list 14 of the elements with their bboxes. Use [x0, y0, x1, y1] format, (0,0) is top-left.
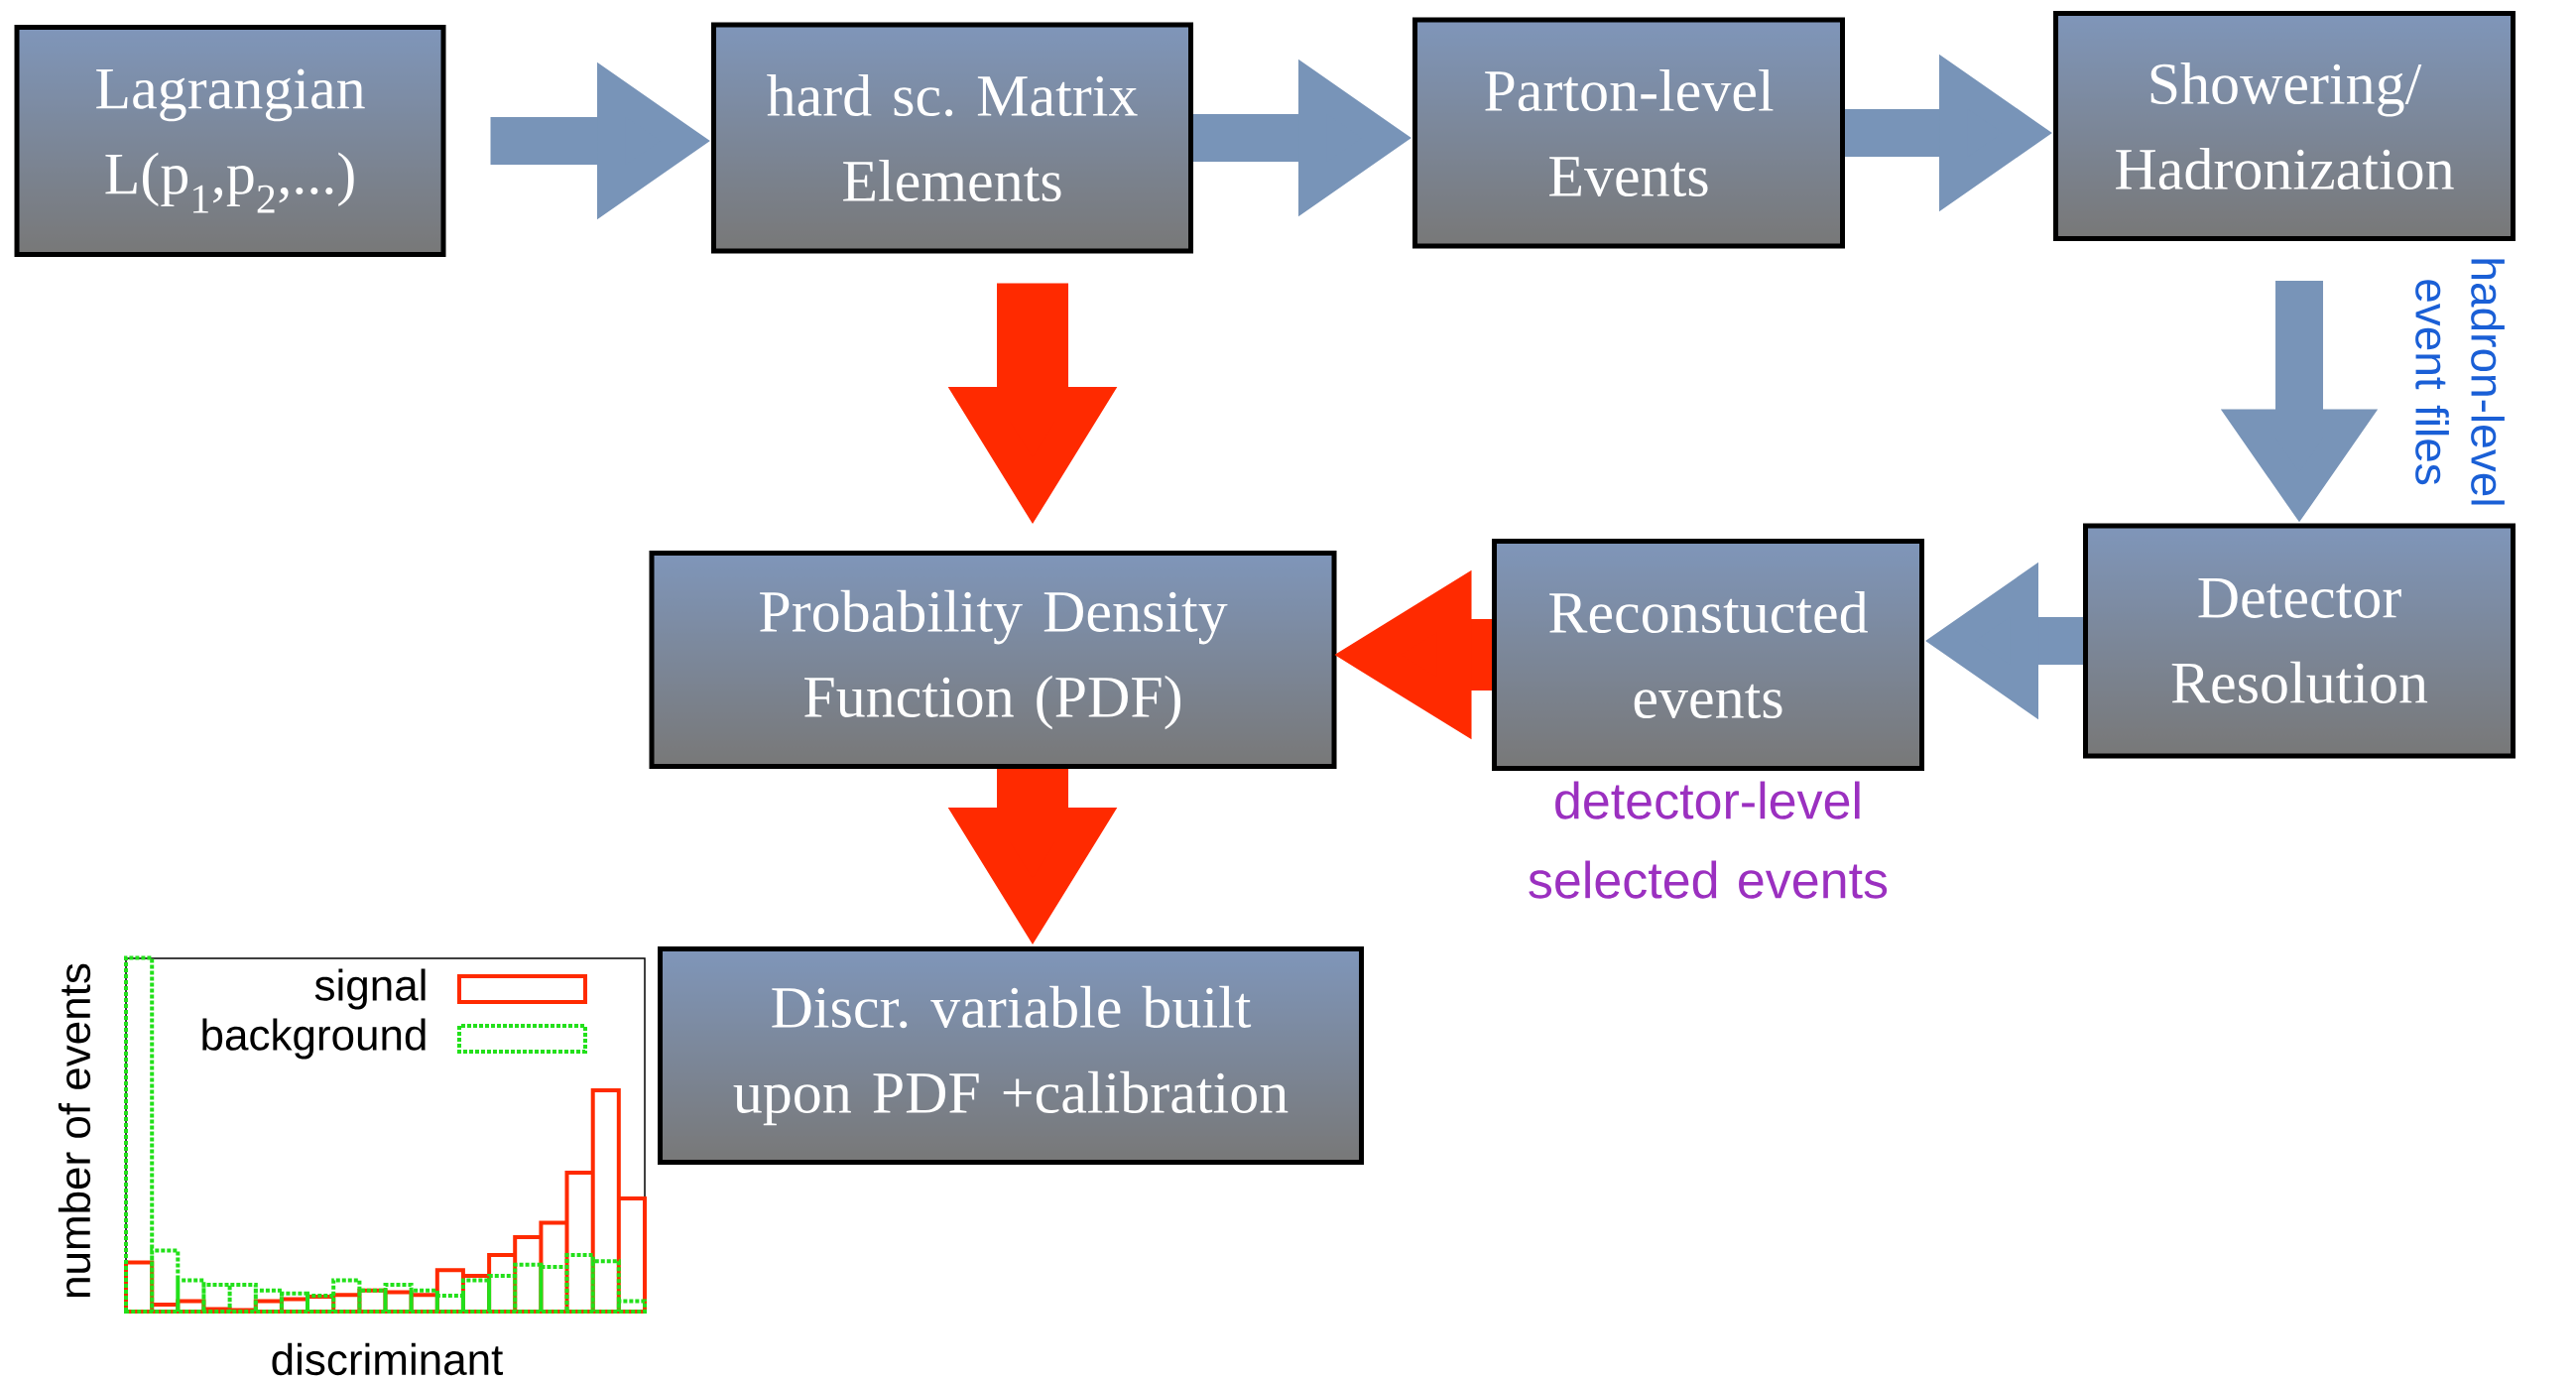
- process-box: hard sc. Matrix Elements: [711, 22, 1193, 254]
- legend-label: signal: [314, 968, 426, 1010]
- axis-label: number of events: [58, 963, 91, 1298]
- vertical-label: hadron-level event files: [2415, 259, 2505, 505]
- process-box: Reconstucted events: [1492, 539, 1924, 771]
- process-box: Discr. variable built upon PDF +calibration: [658, 946, 1364, 1165]
- axis-label: discriminant: [272, 1342, 503, 1376]
- process-box: Showering/ Hadronization: [2053, 11, 2515, 241]
- process-box: Probability Density Function (PDF): [649, 551, 1337, 769]
- node-label: detector-level selected events: [1529, 781, 1888, 899]
- legend-label: background: [202, 1018, 426, 1060]
- process-box: Detector Resolution: [2083, 523, 2515, 759]
- process-box: Lagrangian L(p$_{1}$,p$_{2}$,...): [14, 25, 446, 257]
- process-box: Parton-level Events: [1412, 17, 1845, 249]
